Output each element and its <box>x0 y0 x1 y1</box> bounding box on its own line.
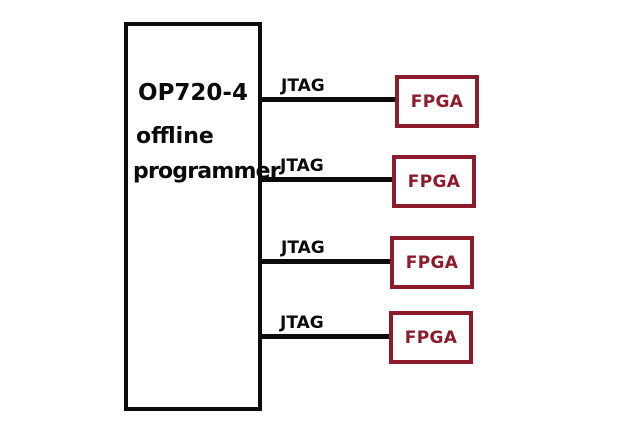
jtag-bus-label: JTAG <box>280 156 324 176</box>
fpga-box: FPGA <box>392 155 476 208</box>
jtag-wire <box>259 177 392 182</box>
jtag-wire <box>259 259 390 264</box>
programmer-offline-label: offline <box>136 124 214 149</box>
programmer-role-label: programmer <box>133 159 281 184</box>
jtag-wire <box>259 97 395 102</box>
fpga-label: FPGA <box>405 252 459 273</box>
programmer-box: OP720-4 offline programmer <box>124 22 281 411</box>
fpga-label: FPGA <box>407 171 461 192</box>
jtag-wire <box>259 334 389 339</box>
jtag-bus-label: JTAG <box>281 76 325 96</box>
jtag-bus-label: JTAG <box>280 313 324 333</box>
fpga-label: FPGA <box>410 91 464 112</box>
fpga-box: FPGA <box>390 236 474 289</box>
jtag-bus-label: JTAG <box>281 238 325 258</box>
fpga-label: FPGA <box>404 327 458 348</box>
fpga-box: FPGA <box>389 311 473 364</box>
fpga-box: FPGA <box>395 75 479 128</box>
programmer-model-label: OP720-4 <box>138 80 248 106</box>
